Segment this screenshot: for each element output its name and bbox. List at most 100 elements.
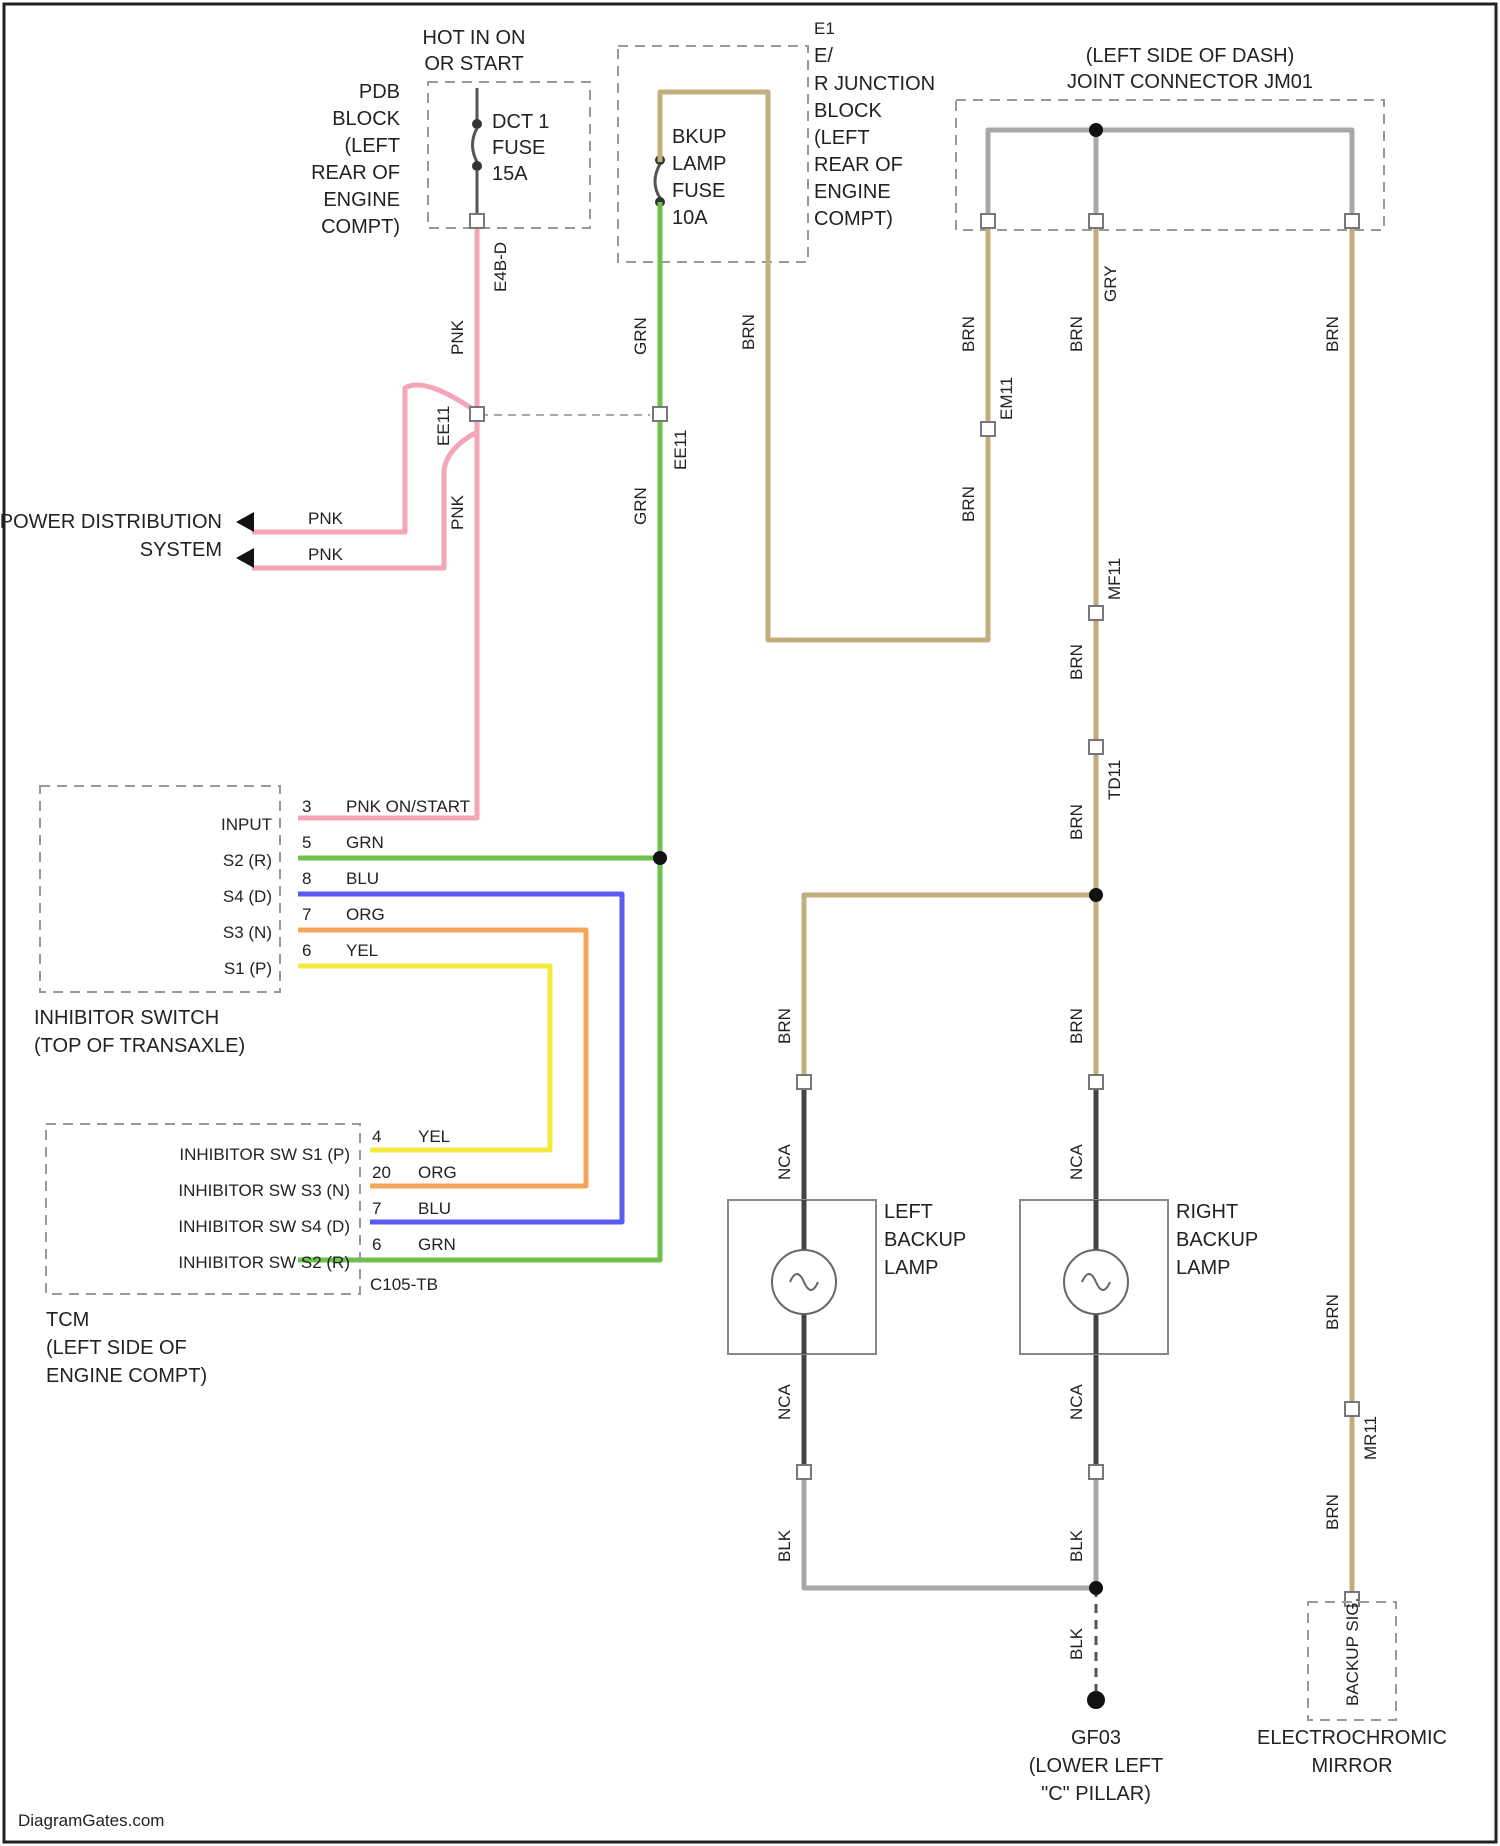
power-distribution-label: POWER DISTRIBUTION SYSTEM (0, 511, 222, 561)
label-brn-3: BRN (1067, 316, 1086, 352)
bkup-fuse-symbol (655, 155, 665, 207)
svg-text:BKUP: BKUP (672, 126, 726, 148)
connector-id-grn: EE11 (671, 430, 690, 470)
svg-text:ORG: ORG (418, 1163, 457, 1182)
label-brn-7: BRN (1323, 1294, 1342, 1330)
hot-label-1: HOT IN ON (423, 27, 526, 49)
label-blk-right: BLK (1067, 1529, 1086, 1562)
svg-text:PDB: PDB (359, 81, 400, 103)
svg-text:(LOWER LEFT: (LOWER LEFT (1029, 1755, 1163, 1777)
svg-text:ELECTROCHROMIC: ELECTROCHROMIC (1257, 1727, 1447, 1749)
joint-label-1: (LEFT SIDE OF DASH) (1086, 45, 1295, 67)
svg-text:PNK ON/START: PNK ON/START (346, 797, 470, 816)
svg-text:BACKUP: BACKUP (1176, 1229, 1258, 1251)
svg-text:10A: 10A (672, 207, 708, 229)
svg-text:ENGINE: ENGINE (814, 181, 891, 203)
inhibitor-pin-s4: S4 (D) (223, 887, 272, 906)
svg-text:FUSE: FUSE (672, 180, 725, 202)
svg-text:TCM: TCM (46, 1309, 89, 1331)
label-gry: GRY (1101, 265, 1120, 302)
svg-text:7: 7 (372, 1199, 381, 1218)
mirror-label: ELECTROCHROMIC MIRROR (1257, 1727, 1447, 1777)
svg-text:ENGINE COMPT): ENGINE COMPT) (46, 1365, 207, 1387)
label-grn-upper: GRN (631, 317, 650, 355)
tcm-pin-s2: INHIBITOR SW S2 (R) (178, 1253, 350, 1272)
er-junction-label: E/ R JUNCTION BLOCK (LEFT REAR OF ENGINE… (814, 45, 935, 230)
pdb-label: PDB BLOCK (LEFT REAR OF ENGINE COMPT) (311, 81, 401, 238)
svg-text:COMPT): COMPT) (814, 208, 893, 230)
wire-blk-ground (804, 1472, 1096, 1588)
svg-text:GF03: GF03 (1071, 1727, 1121, 1749)
inhibitor-pin-s3: S3 (N) (223, 923, 272, 942)
svg-text:REAR OF: REAR OF (311, 162, 400, 184)
label-brn-2: BRN (959, 486, 978, 522)
svg-text:BLU: BLU (346, 869, 379, 888)
svg-text:6: 6 (372, 1235, 381, 1254)
svg-text:4: 4 (372, 1127, 381, 1146)
wire-yel (298, 966, 550, 1150)
connector-id-m: MF11 (1105, 558, 1124, 600)
svg-text:RIGHT: RIGHT (1176, 1201, 1238, 1223)
bkup-fuse-label: BKUP LAMP FUSE 10A (672, 126, 726, 229)
dct1-fuse-label: DCT 1 FUSE 15A (492, 111, 549, 185)
inhibitor-switch-pins: INPUT S2 (R) S4 (D) S3 (N) S1 (P) 3 5 8 … (221, 797, 470, 978)
svg-text:ORG: ORG (346, 905, 385, 924)
connector-id-pnk: EE11 (434, 406, 453, 446)
label-brn-5: BRN (1067, 804, 1086, 840)
svg-text:(LEFT: (LEFT (344, 135, 400, 157)
pnk-label-bottom: PNK (308, 545, 344, 564)
joint-connector-frame (956, 100, 1384, 230)
wire-gry-joint-bus (988, 130, 1352, 226)
watermark: DiagramGates.com (18, 1811, 164, 1830)
label-brn-left: BRN (775, 1008, 794, 1044)
ground-label: GF03 (LOWER LEFT "C" PILLAR) (1029, 1727, 1163, 1805)
label-nca-left-top: NCA (775, 1143, 794, 1180)
tcm-pin-s3: INHIBITOR SW S3 (N) (178, 1181, 350, 1200)
svg-text:15A: 15A (492, 163, 528, 185)
label-pnk-upper: PNK (448, 319, 467, 355)
svg-text:6: 6 (302, 941, 311, 960)
svg-text:SYSTEM: SYSTEM (140, 539, 222, 561)
svg-text:5: 5 (302, 833, 311, 852)
left-backup-lamp (728, 1200, 876, 1354)
label-nca-left-bot: NCA (775, 1383, 794, 1420)
svg-text:DCT 1: DCT 1 (492, 111, 549, 133)
right-lamp-label: RIGHT BACKUP LAMP (1176, 1201, 1258, 1279)
inhibitor-caption-2: (TOP OF TRANSAXLE) (34, 1035, 245, 1057)
inhibitor-pin-s2: S2 (R) (223, 851, 272, 870)
power-arrows (236, 512, 254, 568)
svg-text:(LEFT SIDE OF: (LEFT SIDE OF (46, 1337, 187, 1359)
label-brn-right: BRN (1067, 1008, 1086, 1044)
connector-id-t: TD11 (1105, 760, 1124, 800)
wire-brn-left-lamp (804, 895, 1096, 1082)
svg-text:ENGINE: ENGINE (323, 189, 400, 211)
svg-text:BLOCK: BLOCK (332, 108, 400, 130)
inhibitor-pin-s1: S1 (P) (224, 959, 272, 978)
svg-text:POWER DISTRIBUTION: POWER DISTRIBUTION (0, 511, 222, 533)
joint-label-2: JOINT CONNECTOR JM01 (1067, 71, 1313, 93)
label-brn-6: BRN (1323, 316, 1342, 352)
wires (252, 92, 1352, 1700)
svg-text:LEFT: LEFT (884, 1201, 933, 1223)
svg-text:YEL: YEL (418, 1127, 450, 1146)
label-pnk-lower: PNK (448, 494, 467, 530)
svg-text:REAR OF: REAR OF (814, 154, 903, 176)
hot-label-2: OR START (424, 53, 523, 75)
svg-text:R JUNCTION: R JUNCTION (814, 73, 935, 95)
left-lamp-label: LEFT BACKUP LAMP (884, 1201, 966, 1279)
svg-text:MIRROR: MIRROR (1311, 1755, 1392, 1777)
label-nca-right-bot: NCA (1067, 1383, 1086, 1420)
connector-id-j: EM11 (997, 377, 1016, 420)
svg-text:GRN: GRN (418, 1235, 456, 1254)
svg-text:LAMP: LAMP (672, 153, 726, 175)
right-backup-lamp (1020, 1200, 1168, 1354)
svg-text:BLOCK: BLOCK (814, 100, 882, 122)
tcm-connector-id: C105-TB (370, 1275, 438, 1294)
svg-text:BACKUP: BACKUP (884, 1229, 966, 1251)
svg-text:E/: E/ (814, 45, 833, 67)
label-brn-1: BRN (959, 316, 978, 352)
pnk-label-top: PNK (308, 509, 344, 528)
label-blk-left: BLK (775, 1529, 794, 1562)
label-nca-right-top: NCA (1067, 1143, 1086, 1180)
